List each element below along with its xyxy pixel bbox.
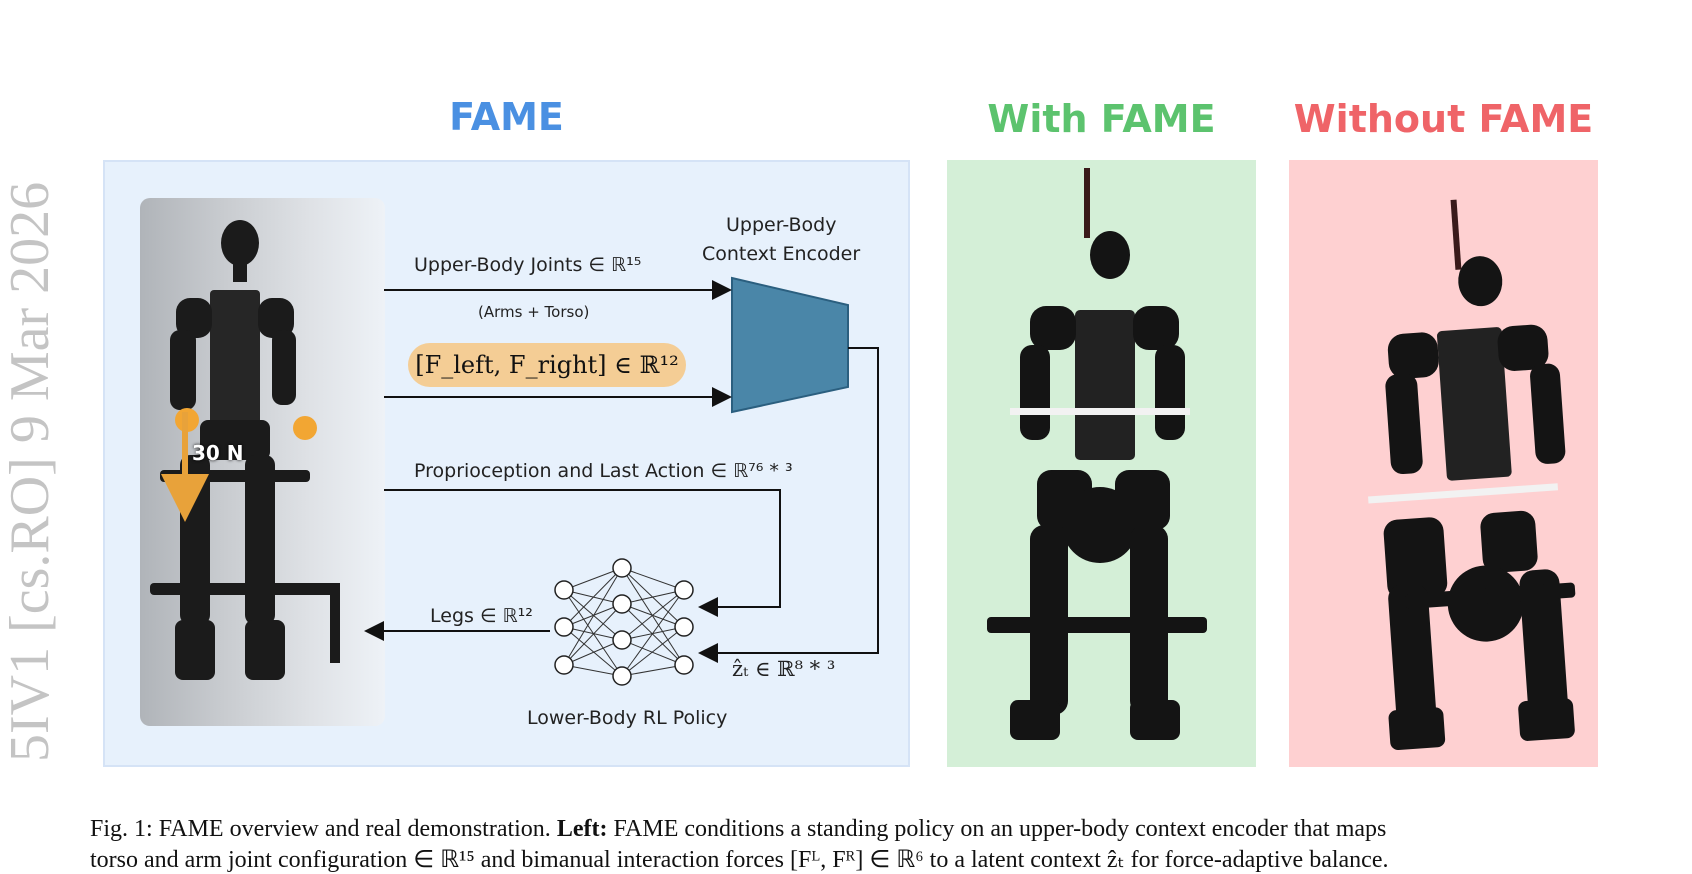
upper-body-joints-label: Upper-Body Joints ∈ ℝ¹⁵	[414, 254, 641, 276]
encoder-label-line2: Context Encoder	[702, 243, 860, 265]
policy-label: Lower-Body RL Policy	[527, 707, 727, 729]
legs-label: Legs ∈ ℝ¹²	[430, 605, 533, 627]
rl-policy-network	[555, 559, 693, 685]
encoder-label-line1: Upper-Body	[726, 214, 836, 236]
caption-fig-label: Fig. 1:	[90, 816, 153, 842]
proprioception-label: Proprioception and Last Action ∈ ℝ⁷⁶ * ³	[414, 460, 793, 482]
caption-line-2: torso and arm joint configuration ∈ ℝ¹⁵ …	[90, 845, 1615, 874]
caption-text-b: FAME conditions a standing policy on an …	[607, 816, 1386, 842]
caption-text-a: FAME overview and real demonstration.	[153, 816, 557, 842]
forces-label: [F_left, F_right] ∈ ℝ¹²	[408, 343, 686, 387]
context-encoder-block	[732, 278, 848, 412]
latent-label: ẑₜ ∈ ℝ⁸ * ³	[732, 657, 835, 681]
caption-bold-left: Left:	[557, 816, 608, 842]
caption-line-1: Fig. 1: FAME overview and real demonstra…	[90, 816, 1615, 843]
arms-torso-label: (Arms + Torso)	[478, 303, 589, 321]
robot-figure-left	[150, 220, 340, 680]
proprioception-arrow	[384, 490, 780, 607]
robot-without-fame	[1348, 193, 1586, 751]
force-value-label: 30 N	[192, 441, 244, 465]
robot-with-fame	[987, 168, 1207, 740]
